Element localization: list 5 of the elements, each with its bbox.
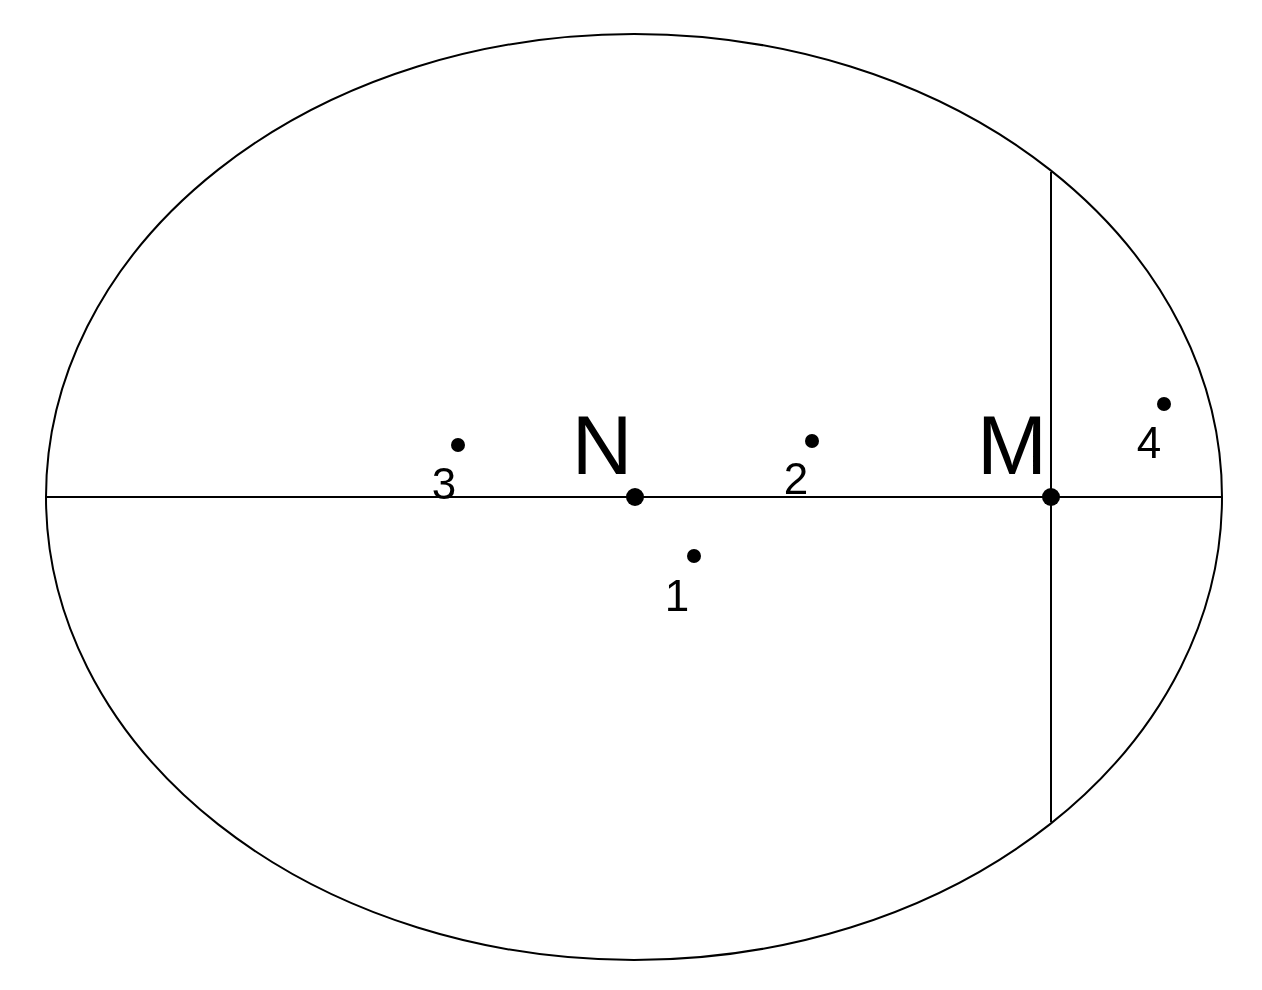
point-label: 1 [664,574,690,618]
point-label: 2 [783,457,809,501]
point-label: N [571,403,633,487]
point-label: M [977,403,1047,487]
point-label: 4 [1136,421,1162,465]
